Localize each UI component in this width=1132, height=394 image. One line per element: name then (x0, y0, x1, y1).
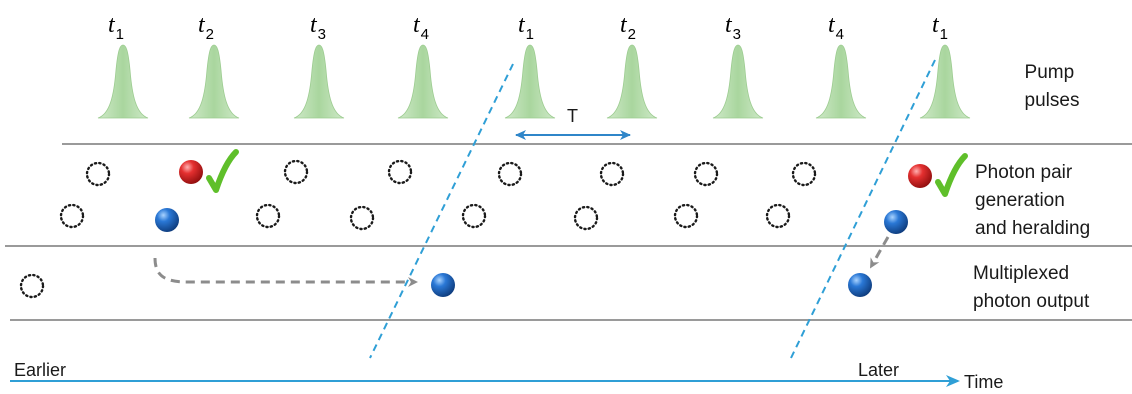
empty-mode-circle (791, 161, 817, 187)
period-marker: T (515, 106, 631, 140)
pulse-label-2: t2 (198, 12, 214, 43)
pump-pulse (606, 44, 658, 119)
empty-mode-circle (349, 205, 375, 231)
pump-pulse (919, 44, 971, 119)
empty-mode-circle (387, 159, 413, 185)
row-label-pump: Pump pulses (1025, 62, 1080, 111)
frame-boundary-line (369, 63, 514, 359)
row-dividers (5, 143, 1132, 321)
idler-photon (908, 164, 932, 188)
idler-photon (179, 160, 203, 184)
pulse-label-8: t4 (828, 12, 844, 43)
signal-photons (155, 208, 908, 297)
pump-pulse (97, 44, 149, 119)
pump-pulse (815, 44, 867, 119)
pulse-label-3: t3 (310, 12, 326, 43)
routing-arrows (153, 236, 890, 287)
empty-mode-circle (19, 273, 45, 299)
empty-mode-circle (573, 205, 599, 231)
row-label-output: Multiplexed photon output (973, 263, 1090, 312)
pump-pulse (397, 44, 449, 119)
empty-mode-circle (673, 203, 699, 229)
delay-route-arrow (153, 257, 418, 287)
time-axis-label: Time (964, 372, 1003, 392)
heralded-photons (179, 149, 968, 197)
empty-mode-circle (283, 159, 309, 185)
empty-mode-circle (255, 203, 281, 229)
frame-boundary-line (790, 59, 936, 359)
time-axis-later: Later (858, 360, 899, 380)
direct-route-arrow (870, 236, 890, 269)
pulse-label-4: t4 (413, 12, 429, 43)
row-labels: Pump pulses Photon pair generation and h… (973, 62, 1090, 312)
pulse-label-7: t3 (725, 12, 741, 43)
pump-pulse (504, 44, 556, 119)
pump-pulse (293, 44, 345, 119)
empty-mode-circle (765, 203, 791, 229)
row-label-generation: Photon pair generation and heralding (975, 162, 1090, 239)
pulse-time-labels: t1 t2 t3 t4 t1 t2 t3 t4 t1 (108, 12, 948, 43)
pump-pulse (188, 44, 240, 119)
period-label: T (567, 106, 578, 126)
empty-mode-circle (59, 203, 85, 229)
empty-mode-circle (693, 161, 719, 187)
empty-mode-circle (461, 203, 487, 229)
empty-mode-circle (497, 161, 523, 187)
empty-modes (19, 159, 817, 299)
output-photon (848, 273, 872, 297)
output-photon (431, 273, 455, 297)
time-axis: Earlier Later Time (10, 360, 1003, 392)
checkmark-icon (935, 153, 968, 197)
pump-pulse (712, 44, 764, 119)
pump-pulses (97, 44, 971, 119)
pulse-label-5: t1 (518, 12, 534, 43)
checkmark-icon (206, 149, 239, 193)
signal-photon (155, 208, 179, 232)
signal-photon (884, 210, 908, 234)
pulse-label-6: t2 (620, 12, 636, 43)
empty-mode-circle (599, 161, 625, 187)
frame-boundaries (369, 59, 936, 359)
pulse-label-1: t1 (108, 12, 124, 43)
empty-mode-circle (85, 161, 111, 187)
time-axis-earlier: Earlier (14, 360, 66, 380)
pulse-label-9: t1 (932, 12, 948, 43)
